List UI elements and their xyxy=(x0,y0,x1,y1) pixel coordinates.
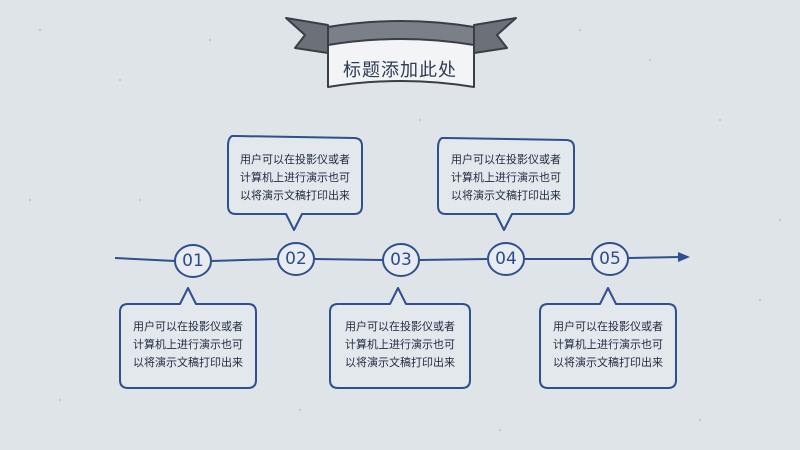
node-circle-05 xyxy=(591,242,629,276)
node-circle-01 xyxy=(174,244,212,278)
node-label-03: 03 xyxy=(390,250,412,270)
bubble-line: 以将演示文稿打印出来 xyxy=(133,356,243,369)
bubble-line: 以将演示文稿打印出来 xyxy=(451,189,561,202)
bubble-line: 用户可以在投影仪或者 xyxy=(240,153,350,166)
bubble-line: 计算机上进行演示也可 xyxy=(240,171,350,184)
bubble-line: 计算机上进行演示也可 xyxy=(451,171,561,184)
bubble-01 xyxy=(119,287,257,389)
title-ribbon xyxy=(285,17,517,88)
bubble-text-01: 用户可以在投影仪或者 计算机上进行演示也可 以将演示文稿打印出来 xyxy=(123,318,253,372)
node-label-01: 01 xyxy=(182,251,204,271)
bubble-05 xyxy=(539,287,677,389)
timeline-line xyxy=(114,256,681,262)
bubble-line: 以将演示文稿打印出来 xyxy=(345,356,455,369)
bubble-text-02: 用户可以在投影仪或者 计算机上进行演示也可 以将演示文稿打印出来 xyxy=(230,151,360,205)
arrow-head-icon xyxy=(678,252,690,262)
bubble-03 xyxy=(329,287,471,389)
bubble-04 xyxy=(437,137,575,231)
node-label-04: 04 xyxy=(495,249,517,269)
bubble-text-05: 用户可以在投影仪或者 计算机上进行演示也可 以将演示文稿打印出来 xyxy=(543,318,673,372)
bubble-text-04: 用户可以在投影仪或者 计算机上进行演示也可 以将演示文稿打印出来 xyxy=(441,151,571,205)
node-circle-04 xyxy=(487,242,525,276)
bubble-line: 计算机上进行演示也可 xyxy=(133,338,243,351)
page-title: 标题添加此处 xyxy=(343,60,457,81)
bubble-line: 计算机上进行演示也可 xyxy=(345,338,455,351)
bubble-line: 用户可以在投影仪或者 xyxy=(345,320,455,333)
bubble-line: 计算机上进行演示也可 xyxy=(553,338,663,351)
bubble-line: 用户可以在投影仪或者 xyxy=(553,320,663,333)
bubble-line: 以将演示文稿打印出来 xyxy=(553,356,663,369)
node-label-05: 05 xyxy=(599,249,621,269)
bubble-line: 用户可以在投影仪或者 xyxy=(451,153,561,166)
bubble-line: 以将演示文稿打印出来 xyxy=(240,189,350,202)
bubble-line: 用户可以在投影仪或者 xyxy=(133,320,243,333)
node-circle-03 xyxy=(382,243,420,277)
bubble-02 xyxy=(227,135,363,231)
node-circle-02 xyxy=(277,242,315,276)
bubble-text-03: 用户可以在投影仪或者 计算机上进行演示也可 以将演示文稿打印出来 xyxy=(335,318,465,372)
node-label-02: 02 xyxy=(285,249,307,269)
